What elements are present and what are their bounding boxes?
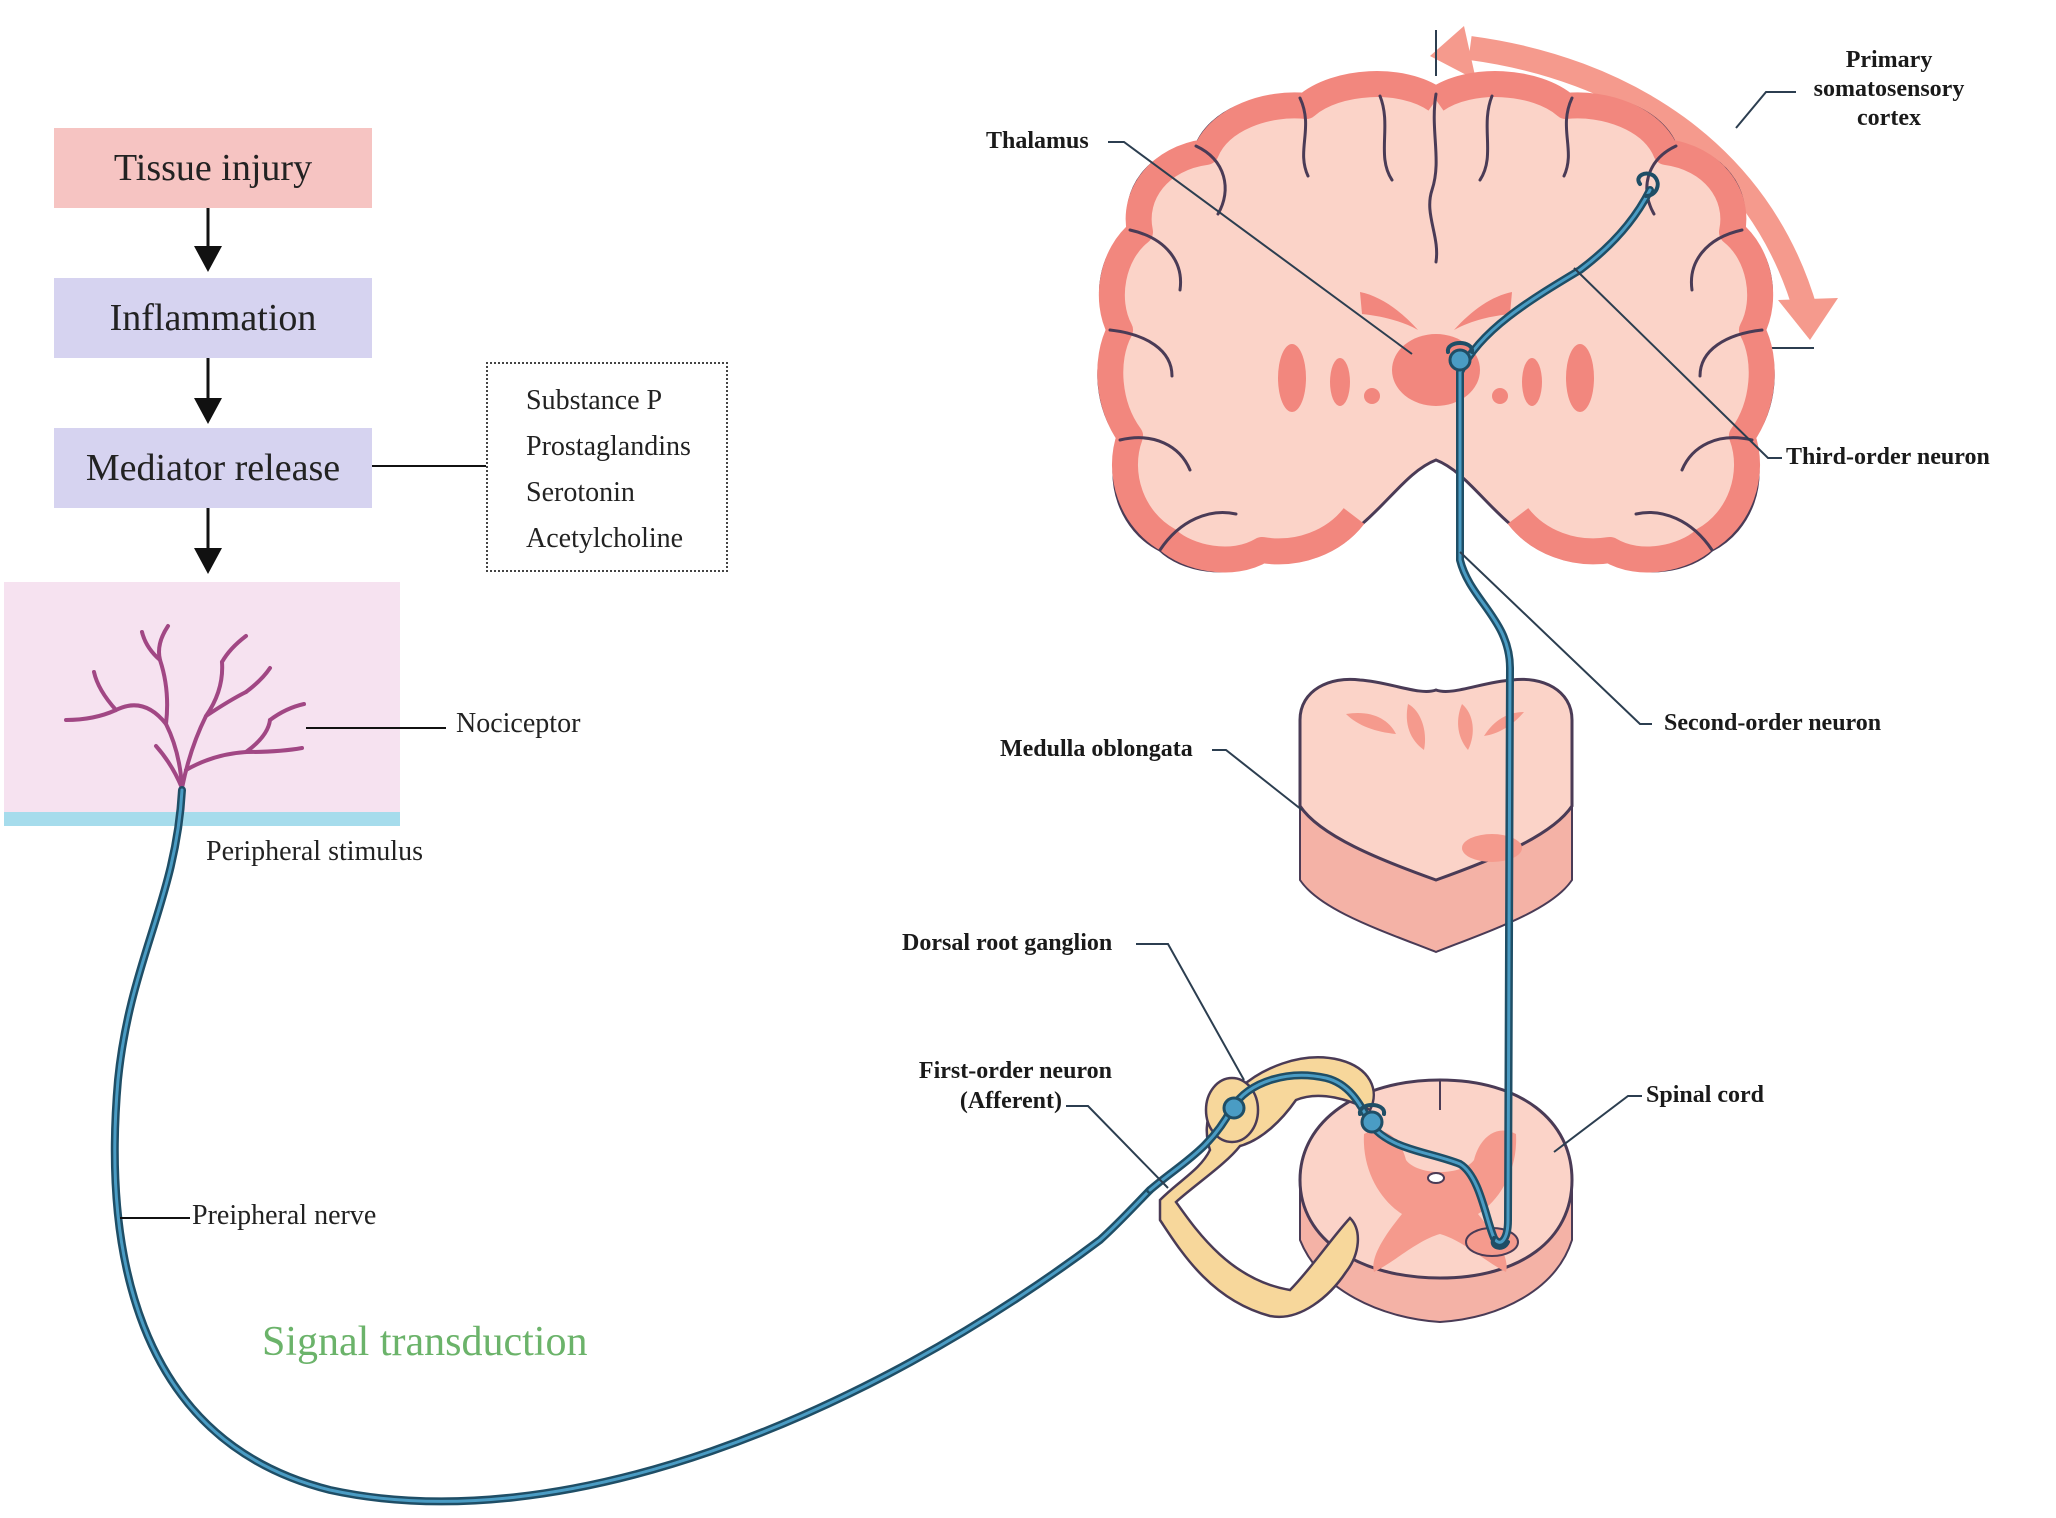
peripheral-nerve (110, 786, 1154, 1506)
thalamus-label: Thalamus (986, 128, 1089, 154)
anatomy-leaders (1066, 91, 1796, 1189)
cortex-label: Primary somatosensory cortex (1813, 47, 1965, 131)
brain-coronal-section (1097, 71, 1775, 573)
nociceptor-label: Nociceptor (456, 708, 581, 739)
skin-panel (4, 582, 400, 826)
mediator-item: Acetylcholine (526, 523, 684, 554)
first-order-neuron-label: First-order neuron (918, 1058, 1112, 1084)
flow-step-inflammation: Inflammation (54, 278, 372, 358)
cortex-arrow (1430, 26, 1838, 349)
neural-pathway (1146, 171, 1660, 1250)
flow-step-mediator-release: Mediator release (54, 428, 372, 508)
second-order-neuron-label: Second-order neuron (1664, 710, 1882, 736)
mediator-item: Prostaglandins (526, 431, 691, 462)
flow-arrows (194, 208, 486, 574)
peripheral-nerve-label: Preipheral nerve (192, 1200, 377, 1231)
nociceptor-endings (64, 624, 306, 790)
spinal-cord-section (1298, 1078, 1574, 1324)
afferent-label: (Afferent) (959, 1088, 1062, 1114)
mediator-list: Substance P Prostaglandins Serotonin Ace… (486, 362, 728, 572)
flow-step-label: Tissue injury (113, 147, 313, 189)
flow-step-label: Inflammation (109, 297, 317, 339)
spinal-cord-label: Spinal cord (1646, 1082, 1765, 1108)
medulla-oblongata-label: Medulla oblongata (1000, 736, 1193, 762)
mediator-item: Serotonin (526, 477, 635, 508)
dorsal-root-ganglion-label: Dorsal root ganglion (902, 930, 1113, 956)
signal-transduction-label: Signal transduction (262, 1319, 588, 1365)
medulla-section (1298, 677, 1574, 954)
flow-step-tissue-injury: Tissue injury (54, 128, 372, 208)
flow-step-label: Mediator release (85, 447, 341, 489)
mediator-item: Substance P (526, 385, 663, 416)
peripheral-stimulus-label: Peripheral stimulus (206, 836, 423, 867)
third-order-neuron-label: Third-order neuron (1786, 444, 1990, 470)
